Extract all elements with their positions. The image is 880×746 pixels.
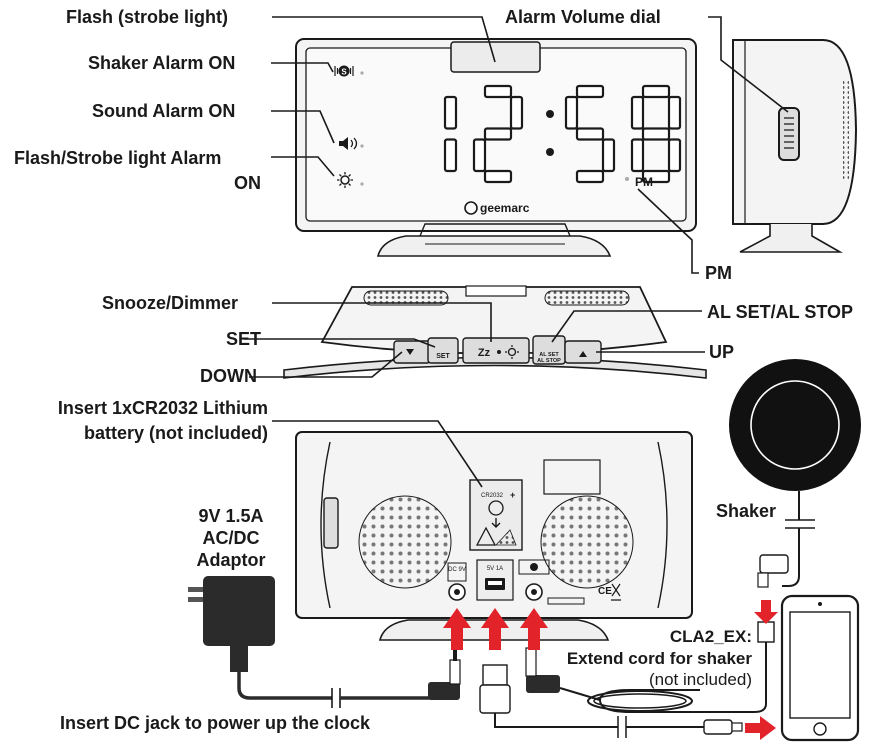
label-cla2-title: CLA2_EX: [669, 627, 752, 646]
label-battery-line2: battery (not included) [84, 423, 268, 443]
pm-indicator: PM [635, 175, 653, 189]
snooze-key [462, 337, 530, 364]
label-up: UP [709, 342, 735, 362]
lcd-segment [483, 127, 513, 141]
lcd-segment [641, 127, 671, 141]
leader-lines [244, 16, 789, 488]
label-flash-alarm-line2: ON [234, 173, 261, 193]
lcd-segment [575, 84, 605, 99]
label-battery-line1: Insert 1xCR2032 Lithium [57, 398, 268, 418]
lcd-time-display [443, 84, 682, 184]
lcd-segment [601, 138, 616, 173]
label-cla2-line2: Extend cord for shaker [566, 649, 752, 668]
label-shaker: Shaker [716, 501, 777, 521]
adaptor-icon [188, 576, 461, 708]
svg-text:CR2032: CR2032 [481, 493, 504, 499]
label-pm: PM [705, 263, 732, 283]
shaker-pad [729, 359, 861, 588]
label-al-set-al-stop: AL SET/AL STOP [707, 302, 854, 322]
set-key [427, 337, 459, 364]
svg-text:SET: SET [436, 353, 450, 360]
label-flash: Flash (strobe light) [66, 7, 228, 27]
lcd-segment [472, 138, 487, 173]
svg-text:AL STOP: AL STOP [537, 358, 561, 364]
lcd-segment [483, 169, 513, 184]
brand-logo: geemarc [480, 201, 530, 215]
lcd-segment [575, 127, 605, 141]
lcd-segment [564, 95, 579, 130]
lcd-segment [630, 95, 645, 130]
clock-stand [376, 235, 612, 257]
sound-icon [339, 137, 364, 150]
ce-mark: CE [598, 586, 612, 597]
label-set: SET [226, 329, 262, 349]
red-arrows [443, 600, 778, 740]
svg-text:+: + [510, 490, 515, 500]
label-flash-alarm-line1: Flash/Strobe light Alarm [14, 148, 222, 168]
lcd-segment [575, 169, 605, 184]
lcd-segment [630, 138, 645, 173]
phone-icon [780, 594, 860, 742]
lcd-segment [483, 84, 513, 99]
lcd-segment [443, 138, 458, 173]
clock-back-view: CR2032 + DC 9V 5V 1A CE [295, 431, 693, 641]
svg-text:DC 9V: DC 9V [448, 567, 466, 573]
lcd-colon-dot [546, 148, 554, 156]
lcd-segment [667, 95, 682, 130]
lcd-segment [667, 138, 682, 173]
label-adaptor-line2: AC/DC [202, 528, 260, 548]
label-dc-jack: Insert DC jack to power up the clock [60, 713, 371, 733]
clock-front-view: S PM geemarc [295, 38, 697, 257]
label-cla2-line3: (not included) [648, 670, 752, 689]
label-snooze-dimmer: Snooze/Dimmer [102, 293, 239, 313]
lcd-segment [509, 95, 524, 130]
label-shaker-alarm-on: Shaker Alarm ON [88, 53, 236, 73]
usb-plug-icon [479, 664, 743, 738]
label-adaptor-line1: 9V 1.5A [198, 506, 264, 526]
label-down: DOWN [200, 366, 257, 386]
label-sound-alarm-on: Sound Alarm ON [92, 101, 236, 121]
flash-icon [337, 172, 364, 188]
strobe-light-window [450, 41, 541, 73]
label-adaptor-line3: Adaptor [196, 550, 266, 570]
clock-side-view [732, 39, 858, 253]
lcd-colon-dot [546, 110, 554, 118]
lcd-segment [641, 169, 671, 184]
lcd-segment [443, 95, 458, 130]
svg-text:Zz: Zz [478, 347, 491, 359]
svg-text:S: S [341, 68, 347, 77]
label-alarm-volume-dial: Alarm Volume dial [505, 7, 661, 27]
shaker-icon: S [334, 65, 364, 77]
lcd-segment [641, 84, 671, 99]
svg-text:AL SET: AL SET [539, 352, 559, 358]
volume-dial [778, 107, 800, 161]
clock-top-view: SET Zz AL SET AL STOP [283, 285, 707, 379]
svg-text:5V 1A: 5V 1A [487, 566, 503, 572]
